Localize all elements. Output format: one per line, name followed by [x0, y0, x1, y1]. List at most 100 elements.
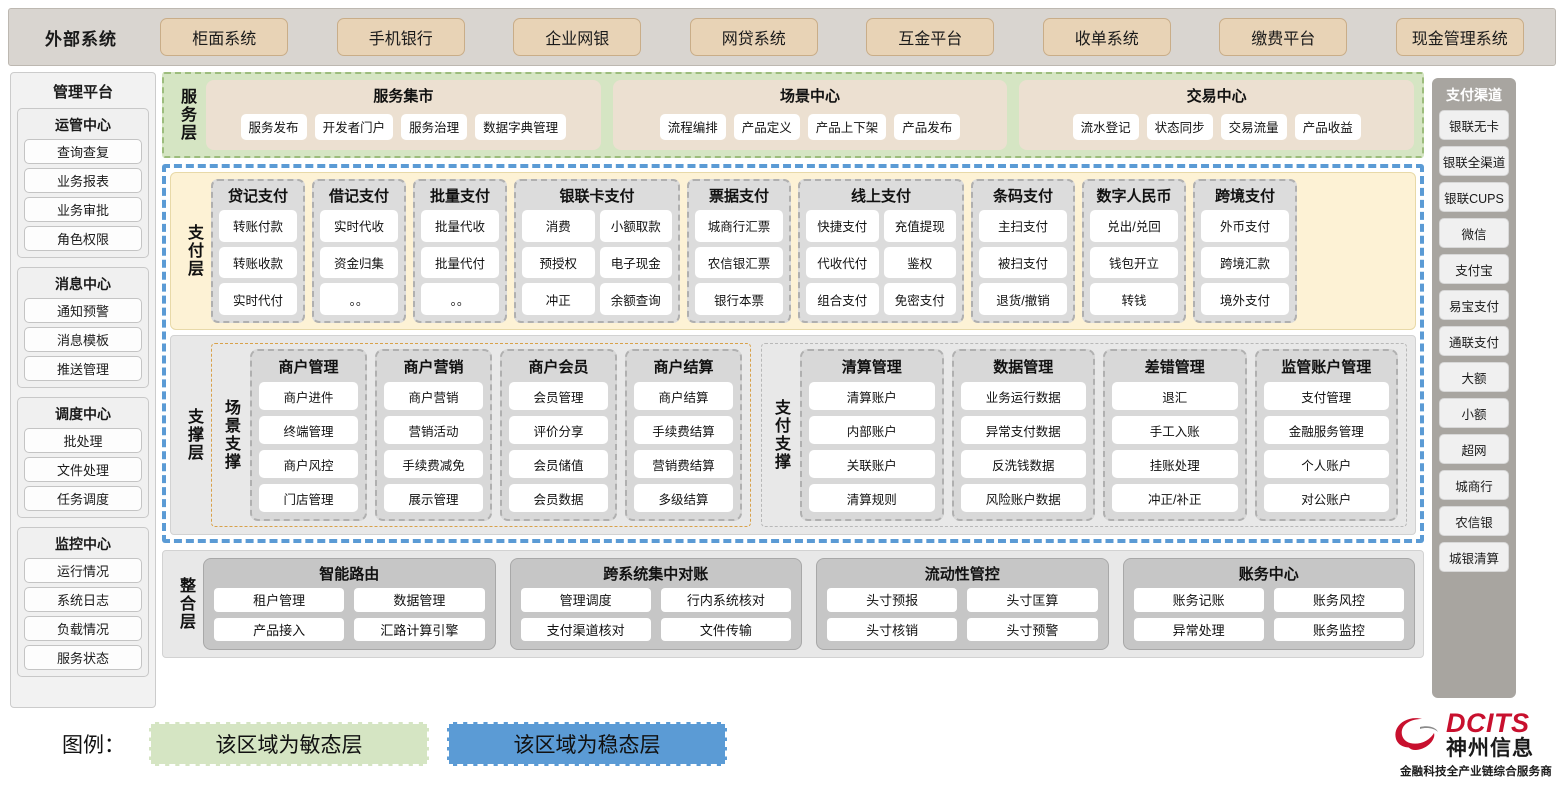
- payment-item[interactable]: 批量代付: [421, 246, 499, 279]
- payment-channel-item[interactable]: 银联无卡: [1439, 110, 1509, 140]
- service-item[interactable]: 开发者门户: [314, 113, 394, 140]
- integration-item[interactable]: 头寸预报: [827, 588, 958, 612]
- payment-item[interactable]: 跨境汇款: [1201, 246, 1289, 279]
- service-item[interactable]: 流水登记: [1072, 113, 1139, 140]
- support-item[interactable]: 商户结算: [634, 382, 733, 410]
- payment-channel-item[interactable]: 支付宝: [1439, 254, 1509, 284]
- support-item[interactable]: 冲正/补正: [1112, 484, 1238, 512]
- support-item[interactable]: 商户进件: [259, 382, 358, 410]
- support-item[interactable]: 营销活动: [384, 416, 483, 444]
- external-system-chip[interactable]: 现金管理系统: [1395, 18, 1524, 56]
- payment-item[interactable]: 余额查询: [599, 283, 672, 315]
- payment-item[interactable]: 。。: [320, 283, 398, 315]
- payment-item[interactable]: 快捷支付: [806, 210, 879, 242]
- payment-item[interactable]: 。。: [421, 283, 499, 315]
- management-item[interactable]: 业务审批: [24, 197, 142, 222]
- management-item[interactable]: 查询查复: [24, 139, 142, 164]
- support-item[interactable]: 多级结算: [634, 484, 733, 512]
- payment-item[interactable]: 钱包开立: [1090, 246, 1178, 279]
- support-item[interactable]: 反洗钱数据: [960, 450, 1086, 478]
- integration-item[interactable]: 头寸核销: [827, 617, 958, 641]
- payment-item[interactable]: 主扫支付: [979, 210, 1067, 242]
- payment-item[interactable]: 农信银汇票: [695, 246, 783, 279]
- service-item[interactable]: 数据字典管理: [475, 113, 567, 140]
- support-item[interactable]: 门店管理: [259, 484, 358, 512]
- payment-item[interactable]: 充值提现: [883, 210, 956, 242]
- payment-item[interactable]: 被扫支付: [979, 246, 1067, 279]
- management-item[interactable]: 消息模板: [24, 327, 142, 352]
- integration-item[interactable]: 支付渠道核对: [520, 617, 651, 641]
- support-item[interactable]: 终端管理: [259, 416, 358, 444]
- payment-channel-item[interactable]: 小额: [1439, 398, 1509, 428]
- payment-item[interactable]: 小额取款: [599, 210, 672, 242]
- support-item[interactable]: 手续费减免: [384, 450, 483, 478]
- payment-item[interactable]: 兑出/兑回: [1090, 210, 1178, 242]
- payment-channel-item[interactable]: 通联支付: [1439, 326, 1509, 356]
- payment-channel-item[interactable]: 银联CUPS: [1439, 182, 1509, 212]
- payment-item[interactable]: 实时代收: [320, 210, 398, 242]
- payment-channel-item[interactable]: 易宝支付: [1439, 290, 1509, 320]
- management-item[interactable]: 负载情况: [24, 616, 142, 641]
- support-item[interactable]: 内部账户: [809, 416, 935, 444]
- external-system-chip[interactable]: 收单系统: [1042, 18, 1171, 56]
- support-item[interactable]: 商户风控: [259, 450, 358, 478]
- payment-channel-item[interactable]: 超网: [1439, 434, 1509, 464]
- integration-item[interactable]: 租户管理: [214, 588, 345, 612]
- payment-item[interactable]: 预授权: [522, 246, 595, 279]
- external-system-chip[interactable]: 柜面系统: [160, 18, 289, 56]
- service-item[interactable]: 状态同步: [1146, 113, 1213, 140]
- payment-item[interactable]: 批量代收: [421, 210, 499, 242]
- service-item[interactable]: 产品发布: [894, 113, 961, 140]
- management-item[interactable]: 任务调度: [24, 486, 142, 511]
- support-item[interactable]: 会员管理: [509, 382, 608, 410]
- management-item[interactable]: 文件处理: [24, 457, 142, 482]
- integration-item[interactable]: 产品接入: [214, 617, 345, 641]
- payment-item[interactable]: 冲正: [522, 283, 595, 315]
- payment-item[interactable]: 消费: [522, 210, 595, 242]
- payment-item[interactable]: 实时代付: [219, 283, 297, 315]
- integration-item[interactable]: 汇路计算引擎: [354, 617, 485, 641]
- payment-channel-item[interactable]: 大额: [1439, 362, 1509, 392]
- payment-item[interactable]: 鉴权: [883, 246, 956, 279]
- support-item[interactable]: 评价分享: [509, 416, 608, 444]
- support-item[interactable]: 对公账户: [1263, 484, 1389, 512]
- support-item[interactable]: 会员数据: [509, 484, 608, 512]
- management-item[interactable]: 推送管理: [24, 356, 142, 381]
- external-system-chip[interactable]: 互金平台: [866, 18, 995, 56]
- support-item[interactable]: 支付管理: [1263, 382, 1389, 410]
- payment-item[interactable]: 资金归集: [320, 246, 398, 279]
- payment-item[interactable]: 外币支付: [1201, 210, 1289, 242]
- payment-item[interactable]: 转钱: [1090, 283, 1178, 315]
- external-system-chip[interactable]: 缴费平台: [1219, 18, 1348, 56]
- external-system-chip[interactable]: 企业网银: [513, 18, 642, 56]
- integration-item[interactable]: 行内系统核对: [660, 588, 791, 612]
- support-item[interactable]: 金融服务管理: [1263, 416, 1389, 444]
- payment-channel-item[interactable]: 微信: [1439, 218, 1509, 248]
- support-item[interactable]: 清算账户: [809, 382, 935, 410]
- integration-item[interactable]: 账务记账: [1133, 588, 1264, 612]
- integration-item[interactable]: 异常处理: [1133, 617, 1264, 641]
- payment-item[interactable]: 城商行汇票: [695, 210, 783, 242]
- payment-channel-item[interactable]: 城银清算: [1439, 542, 1509, 572]
- support-item[interactable]: 异常支付数据: [960, 416, 1086, 444]
- management-item[interactable]: 系统日志: [24, 587, 142, 612]
- payment-item[interactable]: 组合支付: [806, 283, 879, 315]
- integration-item[interactable]: 账务风控: [1273, 588, 1404, 612]
- integration-item[interactable]: 头寸匡算: [967, 588, 1098, 612]
- payment-channel-item[interactable]: 农信银: [1439, 506, 1509, 536]
- management-item[interactable]: 运行情况: [24, 558, 142, 583]
- support-item[interactable]: 手续费结算: [634, 416, 733, 444]
- service-item[interactable]: 产品上下架: [807, 113, 887, 140]
- support-item[interactable]: 个人账户: [1263, 450, 1389, 478]
- support-item[interactable]: 清算规则: [809, 484, 935, 512]
- payment-item[interactable]: 免密支付: [883, 283, 956, 315]
- external-system-chip[interactable]: 手机银行: [336, 18, 465, 56]
- support-item[interactable]: 挂账处理: [1112, 450, 1238, 478]
- integration-item[interactable]: 管理调度: [520, 588, 651, 612]
- support-item[interactable]: 退汇: [1112, 382, 1238, 410]
- payment-item[interactable]: 转账付款: [219, 210, 297, 242]
- payment-item[interactable]: 电子现金: [599, 246, 672, 279]
- integration-item[interactable]: 账务监控: [1273, 617, 1404, 641]
- service-item[interactable]: 产品定义: [733, 113, 800, 140]
- integration-item[interactable]: 文件传输: [660, 617, 791, 641]
